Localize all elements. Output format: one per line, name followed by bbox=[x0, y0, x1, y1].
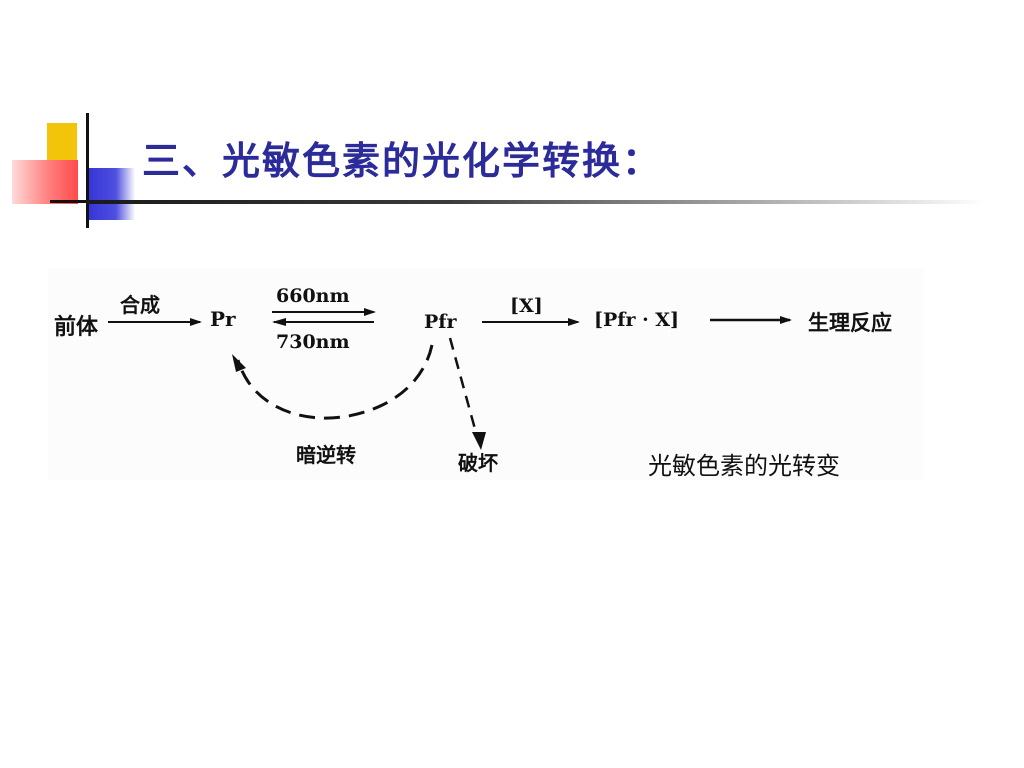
precursor-label: 前体 bbox=[54, 314, 99, 340]
dark-reversion-label: 暗逆转 bbox=[296, 443, 356, 467]
destruction-arrowhead bbox=[472, 432, 486, 450]
decor-yellow-square bbox=[47, 123, 77, 163]
forward-light-label: 660nm bbox=[276, 285, 350, 307]
dark-reversion-arrow bbox=[236, 344, 434, 420]
diagram-caption: 光敏色素的光转变 bbox=[648, 452, 840, 480]
complex-label: [Pfr · X] bbox=[594, 309, 679, 331]
physiological-response-label: 生理反应 bbox=[808, 310, 892, 335]
pfr-label: Pfr bbox=[424, 311, 457, 333]
decor-red-square bbox=[12, 160, 78, 204]
title-underline bbox=[86, 200, 986, 204]
decor-blue-square bbox=[87, 168, 135, 220]
slide-title: 三、光敏色素的光化学转换： bbox=[142, 138, 663, 183]
pr-label: Pr bbox=[210, 307, 236, 331]
decor-cross-line bbox=[50, 200, 90, 203]
destruction-arrow bbox=[448, 337, 480, 441]
destruction-label: 破坏 bbox=[458, 451, 498, 475]
synthesis-label: 合成 bbox=[120, 293, 160, 317]
reverse-light-label: 730nm bbox=[276, 331, 350, 353]
decor-vertical-line bbox=[86, 113, 89, 228]
x-factor-label: [X] bbox=[510, 295, 543, 317]
dark-reversion-arrowhead bbox=[232, 354, 246, 372]
diagram-background bbox=[48, 268, 924, 480]
